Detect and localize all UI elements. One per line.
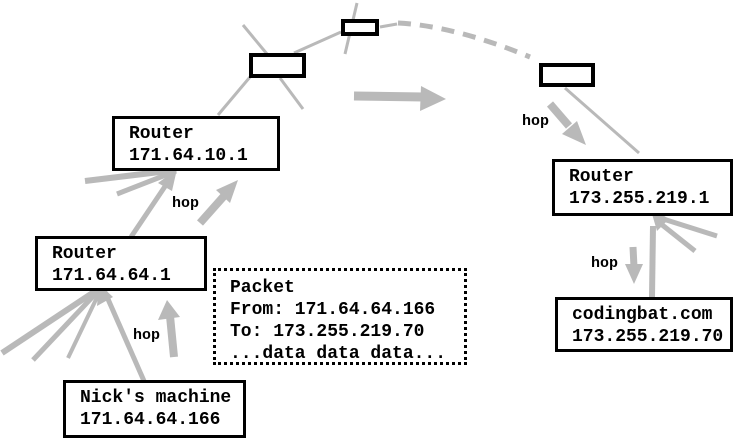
packet-data-line: ...data data data... (230, 344, 447, 364)
hop-arrow-3-shaft (546, 101, 573, 129)
backbone1-branch-line-nw (241, 24, 269, 55)
router-219-ip: 173.255.219.1 (569, 189, 710, 209)
packet-to-line: To: 173.255.219.70 (230, 322, 425, 342)
packet-travel-arrow-shaft (353, 91, 425, 102)
hop-arrow-2-head (216, 180, 238, 203)
link-nick-router64 (101, 288, 147, 383)
link-backbone1-backbone2 (293, 30, 342, 55)
dashed-backbone-link (397, 20, 531, 60)
router-10-ip: 171.64.10.1 (129, 146, 248, 166)
link-codingbat-router219 (649, 225, 656, 298)
router-64-name: Router (52, 244, 117, 264)
router-10-box: Router 171.64.10.1 (112, 116, 280, 171)
packet-from-line: From: 171.64.64.166 (230, 300, 436, 320)
backbone-router-box-3 (539, 63, 595, 87)
hop-label-router64-router10: hop (172, 195, 200, 212)
backbone-router-box-2 (341, 19, 379, 36)
hop-arrow-2-shaft (197, 193, 227, 226)
nicks-machine-box: Nick's machine 171.64.64.166 (63, 380, 246, 438)
router10-fan-line-2 (116, 168, 177, 197)
router64-fan-line-3 (66, 288, 103, 359)
codingbat-ip: 173.255.219.70 (572, 327, 724, 347)
router-219-box: Router 173.255.219.1 (552, 159, 733, 216)
router-64-ip: 171.64.64.1 (52, 266, 171, 286)
codingbat-name: codingbat.com (572, 305, 713, 325)
codingbat-box: codingbat.com 173.255.219.70 (555, 297, 733, 352)
hop-arrow-shafts (166, 91, 638, 358)
hop-label-router219-codingbat: hop (591, 255, 619, 272)
hop-arrow-4-shaft (629, 246, 638, 268)
packet-travel-arrow-head (420, 86, 446, 111)
nicks-machine-ip: 171.64.64.166 (80, 410, 221, 430)
router-64-box: Router 171.64.64.1 (35, 236, 207, 291)
hop-arrow-4-head (625, 264, 643, 284)
router64-fan-line-2 (31, 287, 102, 362)
link-router10-backbone1 (216, 76, 252, 116)
router10-fan-line-1 (84, 167, 177, 184)
hop-arrow-1-shaft (166, 315, 178, 358)
link-backbone3-router219 (564, 86, 640, 155)
backbone1-branch-line-se (278, 77, 305, 110)
hop-label-backbone-router219: hop (522, 113, 550, 130)
nicks-machine-name: Nick's machine (80, 388, 232, 408)
router-219-name: Router (569, 167, 634, 187)
router-10-name: Router (129, 124, 194, 144)
hop-arrow-1-head (158, 300, 180, 320)
hop-label-nick-router64: hop (133, 327, 161, 344)
link-backbone2-stub (379, 22, 398, 29)
backbone-router-box-1 (249, 53, 306, 78)
router64-fan-line-1 (0, 285, 102, 356)
router10-link-arrowhead (158, 169, 177, 191)
link-lines (216, 2, 640, 155)
hop-arrow-3-head (562, 121, 586, 145)
packet-box: Packet From: 171.64.64.166 To: 173.255.2… (213, 268, 467, 365)
packet-title: Packet (230, 278, 295, 298)
